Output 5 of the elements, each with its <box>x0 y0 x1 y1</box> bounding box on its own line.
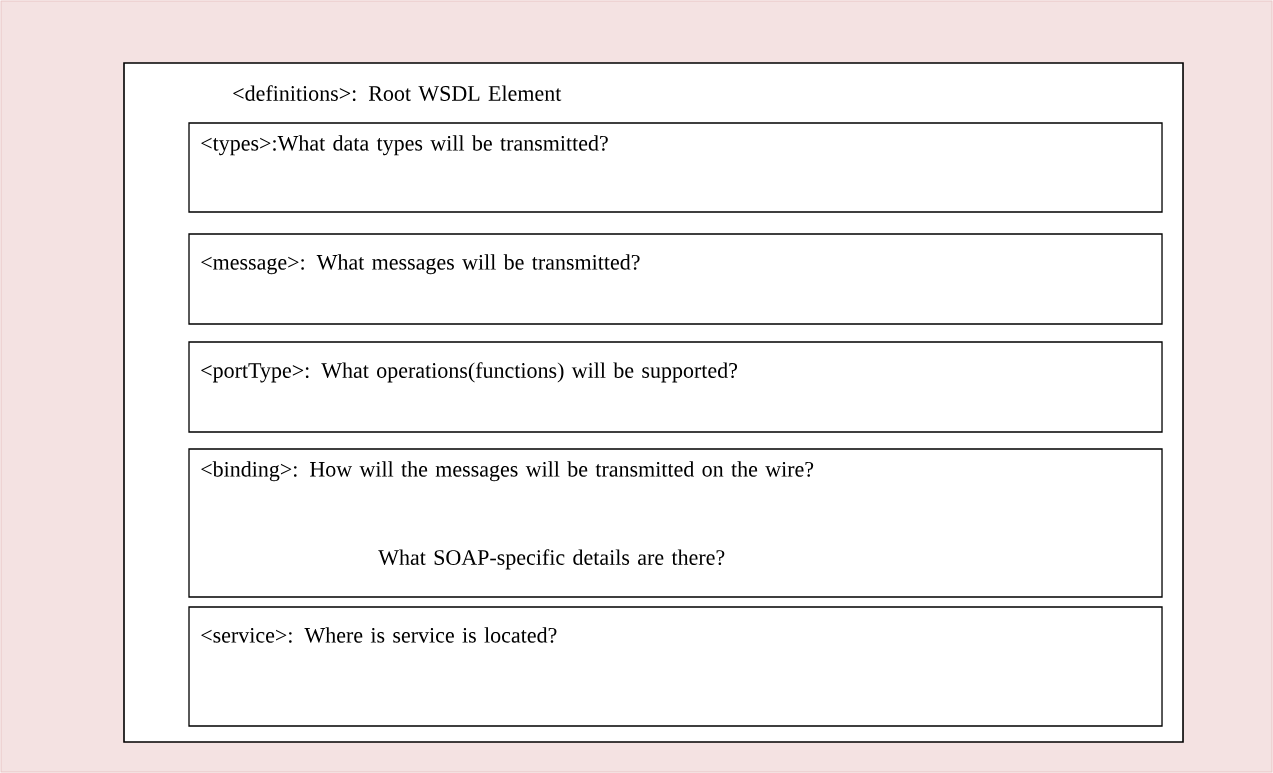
element-box: <portType>: What operations(functions) will be supported? <box>188 341 1163 433</box>
element-box: <service>: Where is service is located? <box>188 606 1163 727</box>
element-box: <binding>: How will the messages will be transmitted on the wire? What SOAP-specific details are there? <box>188 448 1163 598</box>
element-box: <types>:What data types will be transmitted? <box>188 122 1163 213</box>
element-box: <message>: What messages will be transmitted? <box>188 233 1163 325</box>
